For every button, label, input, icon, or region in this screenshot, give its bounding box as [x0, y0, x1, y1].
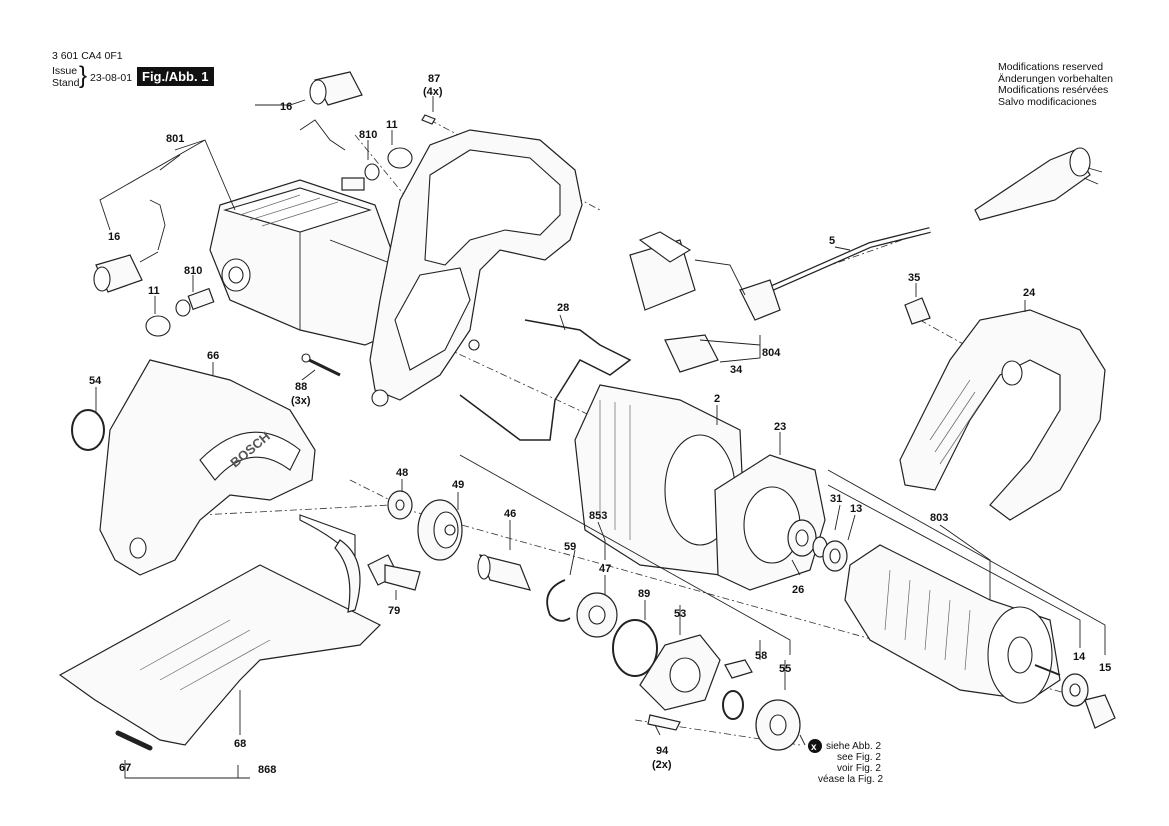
modifications-notice: Modifications reserved Änderungen vorbeh… [998, 61, 1114, 108]
leader-lines [95, 96, 1106, 779]
label-28: 28 [557, 302, 569, 314]
label-87: 87 [428, 73, 440, 85]
label-11-top: 11 [386, 119, 398, 131]
label-801: 801 [166, 133, 184, 145]
label-79: 79 [388, 605, 400, 617]
modifications-line-fr: Modifications resérvées [998, 84, 1109, 97]
fan-baffle [714, 454, 826, 591]
label-47: 47 [599, 563, 611, 575]
label-15: 15 [1099, 662, 1111, 674]
part-labels: 16 801 16 810 11 87 (4x) 810 11 5 35 24 … [89, 73, 1111, 776]
brace-symbol: } [79, 62, 88, 89]
header-part-number: 3 601 CA4 0F1 [52, 50, 123, 65]
label-16-left: 16 [108, 231, 120, 243]
label-88: 88 [295, 381, 307, 393]
wing-bolt [367, 554, 421, 591]
label-14: 14 [1073, 651, 1086, 663]
screw-88 [301, 353, 341, 377]
modifications-line-es: Salvo modificaciones [998, 95, 1097, 108]
label-16-top: 16 [280, 101, 292, 113]
label-67: 67 [119, 762, 131, 774]
figure-label: Fig./Abb. 1 [137, 67, 215, 86]
label-35: 35 [908, 272, 920, 284]
pin-67 [115, 730, 153, 751]
footnote-line-fr: voir Fig. 2 [837, 763, 881, 774]
label-66: 66 [207, 350, 219, 362]
label-89: 89 [638, 588, 650, 600]
cap-35 [904, 297, 931, 325]
label-31: 31 [830, 493, 842, 505]
wire-clip [459, 319, 632, 441]
label-68: 68 [234, 738, 246, 750]
label-46: 46 [504, 508, 516, 520]
stand-label: Stand [52, 76, 80, 89]
label-34: 34 [730, 364, 743, 376]
label-88-qty: (3x) [291, 395, 311, 407]
label-94: 94 [656, 745, 669, 757]
label-24: 24 [1023, 287, 1036, 299]
label-48: 48 [396, 467, 408, 479]
label-804: 804 [762, 347, 781, 359]
label-2: 2 [714, 393, 720, 405]
footnote-marker-text: x [811, 742, 817, 753]
label-11-left: 11 [148, 285, 160, 297]
modifications-line-en: Modifications reserved [998, 61, 1104, 73]
footnote-line-en: see Fig. 2 [837, 752, 881, 763]
label-853: 853 [589, 510, 607, 522]
label-23: 23 [774, 421, 786, 433]
auxiliary-handle [899, 309, 1106, 521]
issue-stand-block: Issue Stand [52, 65, 80, 89]
label-94-qty: (2x) [652, 759, 672, 771]
gearbox-parts [387, 490, 801, 751]
part-number: 3 601 CA4 0F1 [52, 50, 123, 62]
label-49: 49 [452, 479, 464, 491]
armature [844, 544, 1061, 704]
blade-guard: BOSCH [99, 359, 316, 576]
issue-date: 23-08-01 [90, 72, 133, 84]
label-54: 54 [89, 375, 102, 387]
modifications-line-de: Änderungen vorbehalten [998, 72, 1114, 85]
label-26: 26 [792, 584, 804, 596]
footnote-line-es: véase la Fig. 2 [818, 774, 883, 785]
issue-label: Issue [52, 65, 78, 77]
base-plate [58, 514, 382, 746]
footnote-line-de: siehe Abb. 2 [826, 741, 881, 752]
o-ring-54 [71, 409, 105, 451]
label-810-top: 810 [359, 129, 377, 141]
bearing-group [787, 519, 848, 572]
label-58: 58 [755, 650, 767, 662]
power-cord [739, 147, 1103, 321]
label-13: 13 [850, 503, 862, 515]
label-87-qty: (4x) [423, 86, 443, 98]
switch-assembly [629, 231, 746, 373]
motor-housing [209, 179, 401, 346]
brush-parts-top [299, 71, 436, 191]
armature-bearing-pinion [1061, 673, 1116, 729]
label-59: 59 [564, 541, 576, 553]
label-810-left: 810 [184, 265, 202, 277]
footnote-reference: x siehe Abb. 2 see Fig. 2 voir Fig. 2 vé… [808, 739, 883, 785]
label-868: 868 [258, 764, 276, 776]
label-55: 55 [779, 663, 791, 675]
footnote-marker-icon [808, 739, 822, 753]
label-5: 5 [829, 235, 835, 247]
label-803: 803 [930, 512, 948, 524]
brush-parts-left [93, 199, 215, 337]
handle-frame [369, 129, 583, 407]
label-53: 53 [674, 608, 686, 620]
